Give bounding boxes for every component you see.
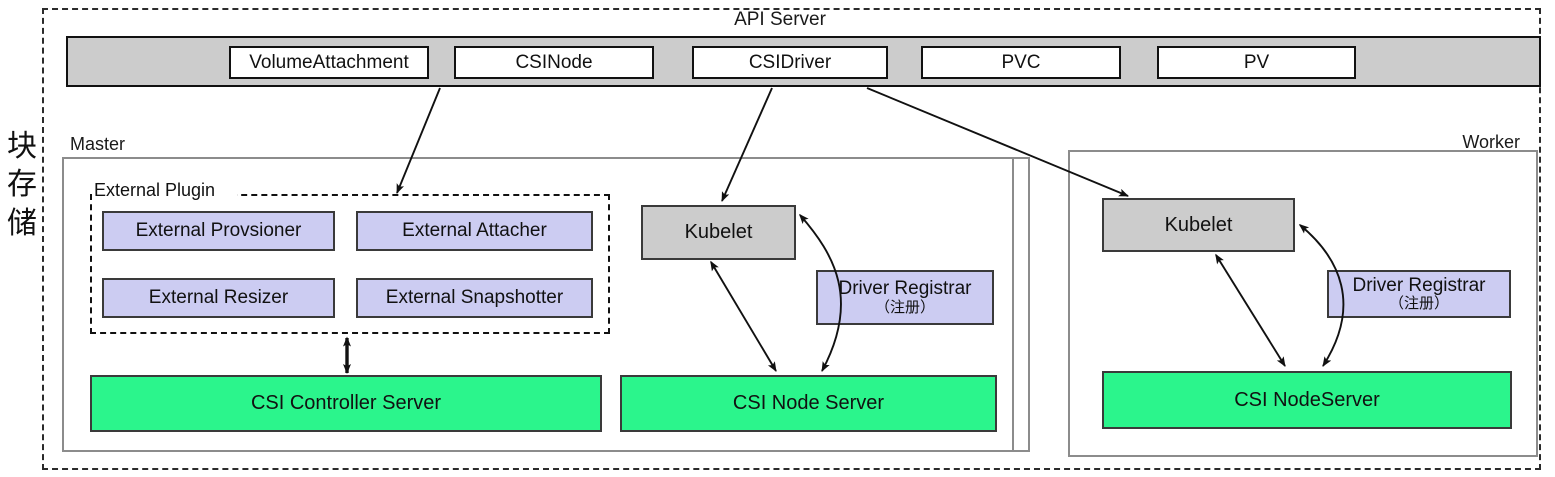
kubelet-worker[interactable]: Kubelet — [1102, 198, 1295, 252]
master-middle-divider — [1012, 159, 1014, 450]
driver-registrar-middle-title: Driver Registrar — [838, 278, 972, 300]
master-zone-label: Master — [70, 134, 126, 154]
component-external-attacher[interactable]: External Attacher — [356, 211, 593, 251]
driver-registrar-middle[interactable]: Driver Registrar （注册） — [816, 270, 994, 325]
side-label-char-1: 块 — [7, 130, 37, 163]
external-plugin-group-box — [90, 194, 610, 334]
driver-registrar-worker[interactable]: Driver Registrar （注册） — [1327, 270, 1511, 318]
csi-node-server-middle[interactable]: CSI Node Server — [620, 375, 997, 432]
driver-registrar-middle-subtitle: （注册） — [874, 298, 935, 316]
side-label-char-2: 存 — [7, 168, 37, 202]
api-resource-csinode[interactable]: CSINode — [454, 46, 654, 79]
worker-zone-label: Worker — [1462, 132, 1520, 152]
outer-dashed-boundary — [42, 8, 1541, 470]
side-label-block-storage: 块 存 储 — [4, 128, 40, 318]
kubelet-middle[interactable]: Kubelet — [641, 205, 796, 260]
side-label-char-3: 储 — [7, 206, 37, 240]
api-resource-pv[interactable]: PV — [1157, 46, 1356, 79]
api-resource-pvc[interactable]: PVC — [921, 46, 1121, 79]
api-server-title: API Server — [734, 9, 826, 30]
api-resource-volumeattachment[interactable]: VolumeAttachment — [229, 46, 429, 79]
driver-registrar-worker-title: Driver Registrar — [1352, 274, 1486, 296]
external-plugin-label: External Plugin — [92, 178, 237, 202]
component-external-snapshotter[interactable]: External Snapshotter — [356, 278, 593, 318]
component-external-provisioner[interactable]: External Provsioner — [102, 211, 335, 251]
csi-controller-server[interactable]: CSI Controller Server — [90, 375, 602, 432]
api-resource-csidriver[interactable]: CSIDriver — [692, 46, 888, 79]
component-external-resizer[interactable]: External Resizer — [102, 278, 335, 318]
csi-node-server-worker[interactable]: CSI NodeServer — [1102, 371, 1512, 429]
driver-registrar-worker-subtitle: （注册） — [1388, 295, 1449, 313]
